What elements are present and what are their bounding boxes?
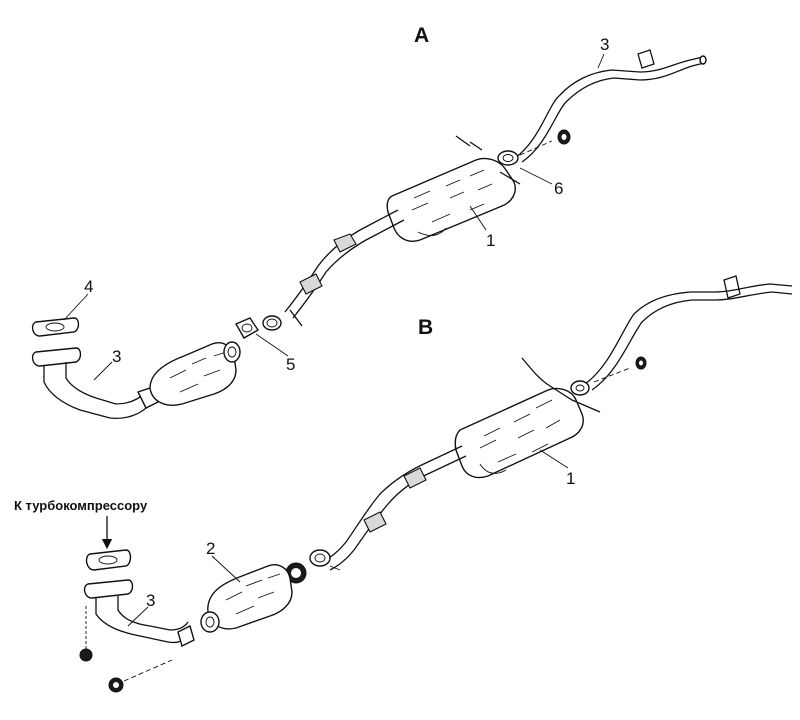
a-gasket-5 (235, 317, 259, 339)
b-turbo-gasket (85, 549, 132, 571)
callout-a-tailpipe: 3 (600, 35, 609, 54)
a-muffler (386, 135, 521, 242)
a-tailpipe (514, 49, 707, 163)
callout-a-front-pipe: 3 (112, 347, 121, 366)
turbo-note: К турбокомпрессору (14, 498, 148, 513)
callout-b-converter: 2 (206, 539, 215, 558)
section-label-b: B (418, 316, 433, 339)
leader-lines (63, 53, 605, 627)
callout-a-muffler: 1 (486, 231, 495, 250)
section-b-assembly (79, 275, 793, 693)
section-a-assembly (31, 49, 707, 420)
callout-b-front-pipe: 3 (146, 591, 155, 610)
section-label-a: A (414, 24, 429, 47)
a-front-pipe (31, 347, 159, 420)
a-gasket-4 (31, 317, 80, 337)
a-intermediate-pipe (262, 209, 405, 331)
a-converter (149, 341, 241, 406)
b-bottom-nut (108, 659, 173, 693)
callout-a-gasket-top: 4 (84, 277, 93, 296)
b-intermediate-pipe (309, 445, 467, 571)
callout-a-clamp: 6 (554, 179, 563, 198)
callout-b-muffler: 1 (566, 469, 575, 488)
b-front-pipe (79, 579, 195, 662)
b-muffler (454, 357, 601, 479)
a-clamp (497, 129, 571, 166)
callout-a-gasket-mid: 5 (286, 355, 295, 374)
b-tailpipe (570, 275, 793, 396)
b-converter (200, 564, 293, 633)
